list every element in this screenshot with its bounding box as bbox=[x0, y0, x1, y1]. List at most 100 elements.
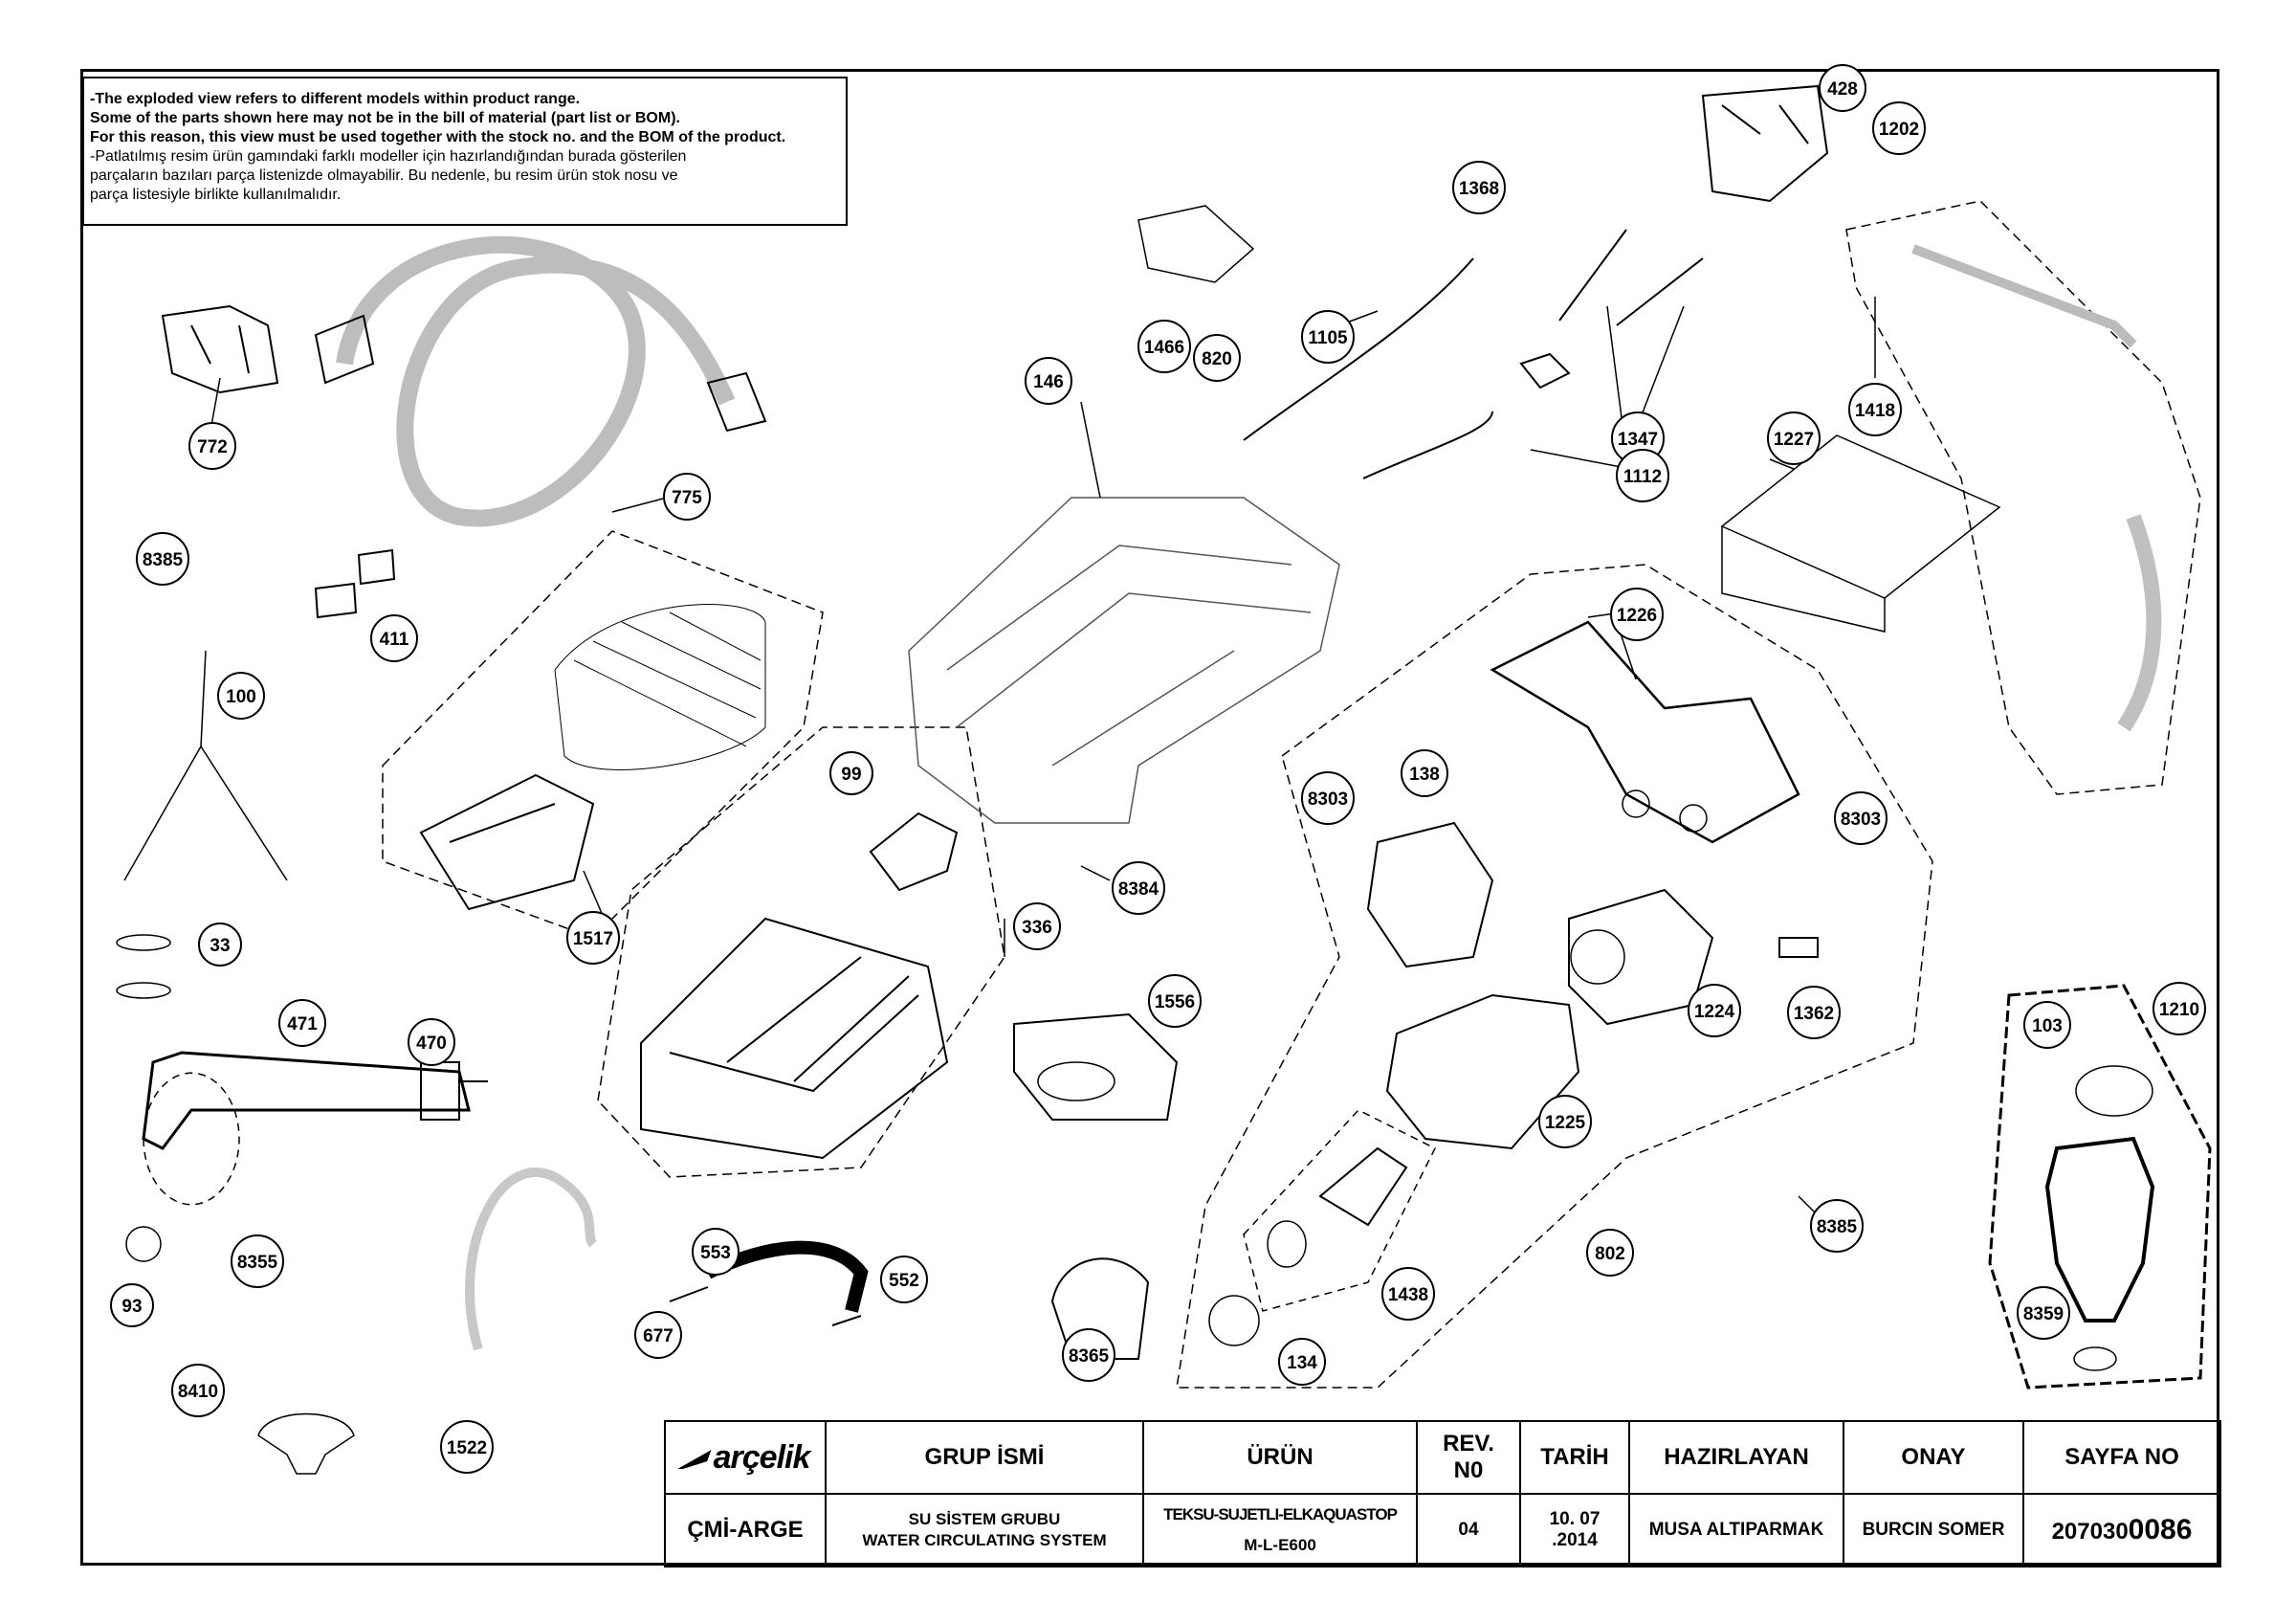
callout-circle bbox=[1062, 1328, 1115, 1382]
callout-circle bbox=[1834, 791, 1888, 845]
title-block: arçelik GRUP İSMİ ÜRÜN REV.N0 TARİH HAZI… bbox=[664, 1420, 2221, 1567]
sheet-number-suffix: 0086 bbox=[2128, 1514, 2193, 1545]
callout-number: 1202 bbox=[1879, 120, 1919, 140]
callout-circle bbox=[634, 1311, 682, 1359]
bellows-clamp bbox=[2075, 1065, 2153, 1117]
bellows-clamp-small bbox=[2073, 1346, 2117, 1371]
callout-circle bbox=[1610, 588, 1664, 641]
disclaimer-line: Some of the parts shown here may not be … bbox=[90, 110, 680, 126]
sheet-number-prefix: 207030 bbox=[2051, 1519, 2129, 1545]
filter-seal bbox=[1267, 1220, 1307, 1268]
drawer-clip bbox=[869, 812, 959, 892]
callout-number: 772 bbox=[197, 437, 228, 457]
callout-circle bbox=[217, 672, 265, 720]
hose-1112-a bbox=[1362, 411, 1493, 479]
hose-1105 bbox=[1239, 254, 1479, 446]
hose-1112-b bbox=[1558, 229, 1627, 322]
solenoid-valve bbox=[1701, 84, 1829, 203]
callout-circle bbox=[1301, 310, 1355, 364]
callout-number: 8355 bbox=[237, 1253, 278, 1273]
callout-number: 775 bbox=[672, 488, 702, 508]
group-outline-drain-hose bbox=[1845, 200, 2201, 795]
pressure-switch bbox=[161, 304, 279, 394]
callout-number: 1522 bbox=[447, 1438, 487, 1458]
callout-circle bbox=[1025, 357, 1072, 405]
callout-number: 8385 bbox=[143, 550, 184, 570]
group-outline-pump bbox=[1176, 564, 1933, 1389]
pump-impeller bbox=[1570, 929, 1625, 985]
callout-circle bbox=[1452, 161, 1506, 214]
product-header: ÜRÜN bbox=[1142, 1420, 1418, 1495]
callout-circle bbox=[2023, 1001, 2071, 1049]
callout-circle bbox=[278, 999, 326, 1047]
hose-1112-c bbox=[1616, 257, 1704, 326]
callout-circle bbox=[171, 1364, 225, 1417]
revision-value: 04 bbox=[1416, 1493, 1521, 1567]
disclaimer-line: parça listesiyle birlikte kullanılmalıdı… bbox=[90, 187, 342, 203]
callout-number: 1224 bbox=[1694, 1002, 1735, 1022]
pump-bracket bbox=[1490, 620, 1800, 844]
callout-number: 1438 bbox=[1388, 1285, 1428, 1305]
callout-circle bbox=[1112, 861, 1165, 915]
product-name-line: M-L-E600 bbox=[1244, 1536, 1316, 1554]
department-name: ÇMİ-ARGE bbox=[664, 1493, 827, 1567]
y-connector bbox=[1519, 352, 1571, 389]
callout-number: 1418 bbox=[1855, 401, 1895, 421]
callout-number: 8385 bbox=[1817, 1217, 1858, 1237]
small-clip bbox=[125, 1226, 162, 1262]
callout-number: 411 bbox=[380, 630, 409, 650]
callout-number: 138 bbox=[1409, 765, 1440, 785]
callout-circle bbox=[1278, 1338, 1326, 1386]
hose-clamp bbox=[116, 982, 171, 999]
callout-circle bbox=[231, 1234, 284, 1288]
callout-circle bbox=[1872, 101, 1926, 155]
filter-cap bbox=[1208, 1295, 1260, 1346]
callout-number: 1112 bbox=[1623, 467, 1662, 487]
callout-circle bbox=[2152, 982, 2206, 1035]
callout-circle bbox=[1401, 749, 1448, 797]
inlet-hose-fitting bbox=[314, 314, 767, 433]
callout-circle bbox=[1819, 64, 1866, 112]
callout-circle bbox=[198, 923, 242, 967]
callout-circle bbox=[829, 751, 873, 795]
callout-circle bbox=[1137, 320, 1191, 373]
callout-number: 8303 bbox=[1841, 810, 1881, 830]
revision-header-line: REV. bbox=[1443, 1431, 1494, 1456]
callout-number: 1225 bbox=[1545, 1113, 1586, 1133]
approved-by-value: BURCIN SOMER bbox=[1843, 1493, 2024, 1567]
callout-number: 1362 bbox=[1794, 1004, 1834, 1024]
callout-number: 1347 bbox=[1618, 430, 1658, 450]
elbow-connector bbox=[420, 1061, 488, 1121]
callout-number: 8384 bbox=[1118, 879, 1159, 900]
callout-number: 8365 bbox=[1069, 1346, 1110, 1367]
callout-circle bbox=[1013, 902, 1061, 950]
callout-number: 103 bbox=[2032, 1016, 2063, 1036]
inlet-hose bbox=[336, 235, 736, 527]
detergent-drawer bbox=[640, 917, 949, 1160]
group-outline-bellows bbox=[1988, 984, 2212, 1390]
clip-part bbox=[314, 548, 396, 619]
drain-hose bbox=[2117, 514, 2162, 732]
callout-circle bbox=[136, 532, 189, 586]
group-outline-hose-clip bbox=[143, 1072, 240, 1206]
screw bbox=[1080, 865, 1111, 881]
callout-number: 134 bbox=[1287, 1353, 1317, 1373]
callout-number: 677 bbox=[643, 1326, 673, 1346]
callout-number: 8303 bbox=[1308, 789, 1348, 810]
callout-number: 428 bbox=[1827, 79, 1858, 100]
hose-end bbox=[669, 1286, 862, 1326]
callout-number: 1368 bbox=[1459, 179, 1499, 199]
callout-number: 99 bbox=[841, 765, 861, 785]
callout-circle bbox=[1538, 1095, 1592, 1148]
prepared-by-value: MUSA ALTIPARMAK bbox=[1628, 1493, 1844, 1567]
callout-circle bbox=[1787, 986, 1841, 1039]
callout-number: 1466 bbox=[1144, 338, 1184, 358]
hose-clamp bbox=[116, 934, 171, 951]
group-outline-filter bbox=[382, 530, 824, 939]
callout-number: 552 bbox=[889, 1271, 919, 1291]
callout-number: 553 bbox=[700, 1243, 731, 1263]
sump-bellows bbox=[2044, 1136, 2155, 1323]
callout-circle bbox=[1148, 974, 1202, 1028]
